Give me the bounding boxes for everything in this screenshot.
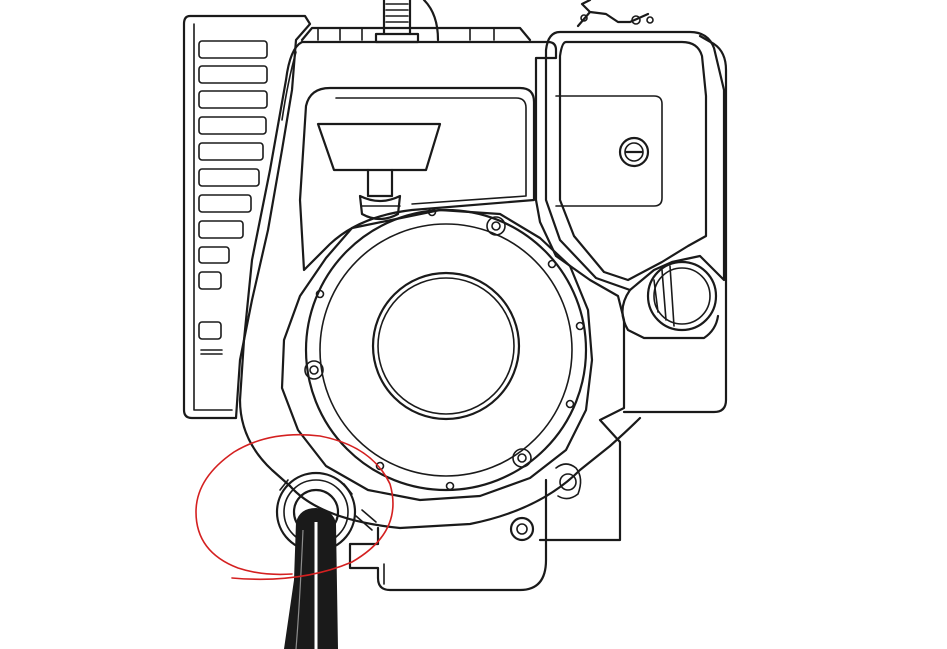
throttle-linkage bbox=[578, 0, 653, 26]
filter-screw-icon bbox=[620, 138, 648, 166]
drain-hose bbox=[284, 508, 338, 649]
air-filter-cover bbox=[546, 32, 726, 412]
air-intake-panel bbox=[300, 88, 534, 270]
flywheel-housing bbox=[282, 209, 592, 501]
engine-housing bbox=[240, 42, 624, 540]
choke-housing bbox=[318, 124, 440, 170]
top-fuel-line bbox=[302, 0, 530, 42]
oil-fill-cap bbox=[622, 262, 718, 338]
cooling-fins bbox=[199, 41, 267, 354]
cooling-fin-shroud bbox=[184, 16, 310, 418]
base-bolt-icon bbox=[511, 518, 533, 540]
